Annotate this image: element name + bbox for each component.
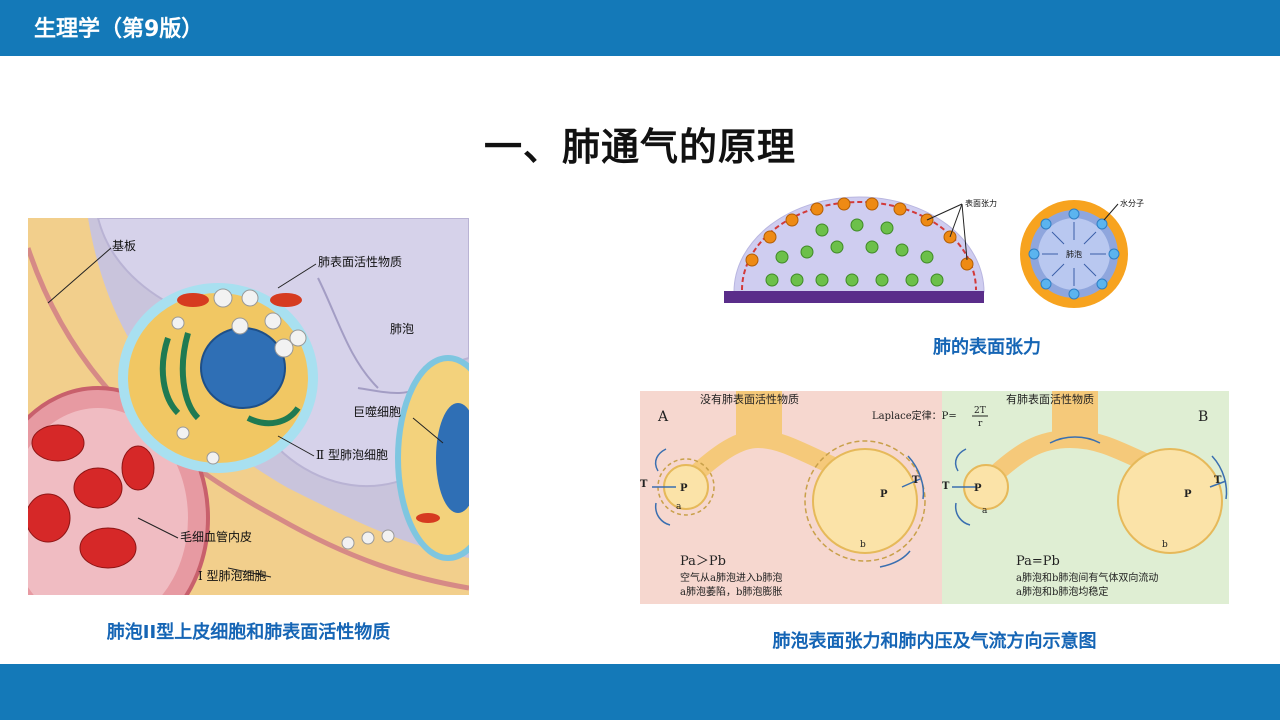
panel-b-p-large: P: [1184, 489, 1192, 500]
top-banner: 生理学（第9版）: [0, 0, 1280, 56]
panel-a-desc1: 空气从a肺泡进入b肺泡: [680, 571, 782, 584]
slide-heading: 一、肺通气的原理: [483, 125, 796, 169]
panel-b-desc1: a肺泡和b肺泡间有气体双向流动: [1016, 571, 1158, 584]
label-surfactant: 肺表面活性物质: [318, 255, 402, 269]
caption-surface-tension: 肺的表面张力: [933, 337, 1041, 358]
panel-b-title: 有肺表面活性物质: [1006, 392, 1094, 406]
panel-b-p-small: P: [974, 483, 982, 494]
label-surface-tension: 表面张力: [965, 198, 997, 208]
panel-a-desc2: a肺泡萎陷，b肺泡膨胀: [680, 585, 782, 598]
label-capillary-endothelium: 毛细血管内皮: [180, 529, 252, 544]
label-type1-cell: Ⅰ 型肺泡细胞: [198, 569, 267, 583]
panel-b-desc2: a肺泡和b肺泡均稳定: [1016, 585, 1108, 598]
panel-b-large-label: b: [1162, 540, 1168, 550]
panel-a-large-label: b: [860, 540, 866, 550]
panel-a-small-label: a: [676, 502, 682, 512]
bottom-banner: [0, 664, 1280, 720]
label-water-molecule: 水分子: [1120, 198, 1144, 208]
label-macrophage: 巨噬细胞: [353, 404, 401, 419]
laplace-label: Laplace定律：P=: [872, 409, 957, 422]
label-type2-cell: Ⅱ 型肺泡细胞: [316, 448, 388, 462]
panel-b-small-label: a: [982, 506, 988, 516]
label-alveolus: 肺泡: [390, 322, 414, 336]
surface-tension-figure: 表面张力 水分子 肺泡: [722, 192, 1162, 318]
caption-laplace: 肺泡表面张力和肺内压及气流方向示意图: [772, 631, 1097, 652]
panel-b-formula: Pa=Pb: [1016, 554, 1060, 569]
panel-b-letter: B: [1198, 409, 1208, 425]
alveolar-cell-illustration: 基板 肺表面活性物质 肺泡 巨噬细胞 Ⅱ 型肺泡细胞 毛细血管内皮 Ⅰ 型肺泡细…: [28, 218, 469, 595]
panel-a-t-small: T: [640, 479, 648, 490]
laplace-diagram: A 没有肺表面活性物质 T P a P T b Pa＞Pb 空气从a肺泡进入b肺…: [640, 391, 1229, 604]
laplace-figure: A 没有肺表面活性物质 T P a P T b Pa＞Pb 空气从a肺泡进入b肺…: [640, 391, 1229, 604]
course-title: 生理学（第9版）: [34, 17, 204, 42]
panel-a-t-large: T: [912, 475, 920, 486]
panel-a-letter: A: [657, 409, 669, 425]
laplace-denominator: r: [978, 419, 983, 429]
surface-tension-illustration: 表面张力 水分子 肺泡: [722, 192, 1162, 318]
panel-a-p-large: P: [880, 489, 888, 500]
panel-a-p-small: P: [680, 483, 688, 494]
alveolar-cell-figure: 基板 肺表面活性物质 肺泡 巨噬细胞 Ⅱ 型肺泡细胞 毛细血管内皮 Ⅰ 型肺泡细…: [28, 218, 469, 595]
label-basement: 基板: [112, 239, 136, 253]
laplace-numerator: 2T: [974, 406, 986, 416]
label-sphere-alveolus: 肺泡: [1066, 249, 1082, 259]
panel-b-t-large: T: [1214, 475, 1222, 486]
panel-b-t-small: T: [942, 481, 950, 492]
caption-alveolar-cell: 肺泡II型上皮细胞和肺表面活性物质: [106, 622, 391, 643]
panel-a-formula: Pa＞Pb: [680, 554, 726, 569]
panel-a-title: 没有肺表面活性物质: [700, 392, 799, 406]
